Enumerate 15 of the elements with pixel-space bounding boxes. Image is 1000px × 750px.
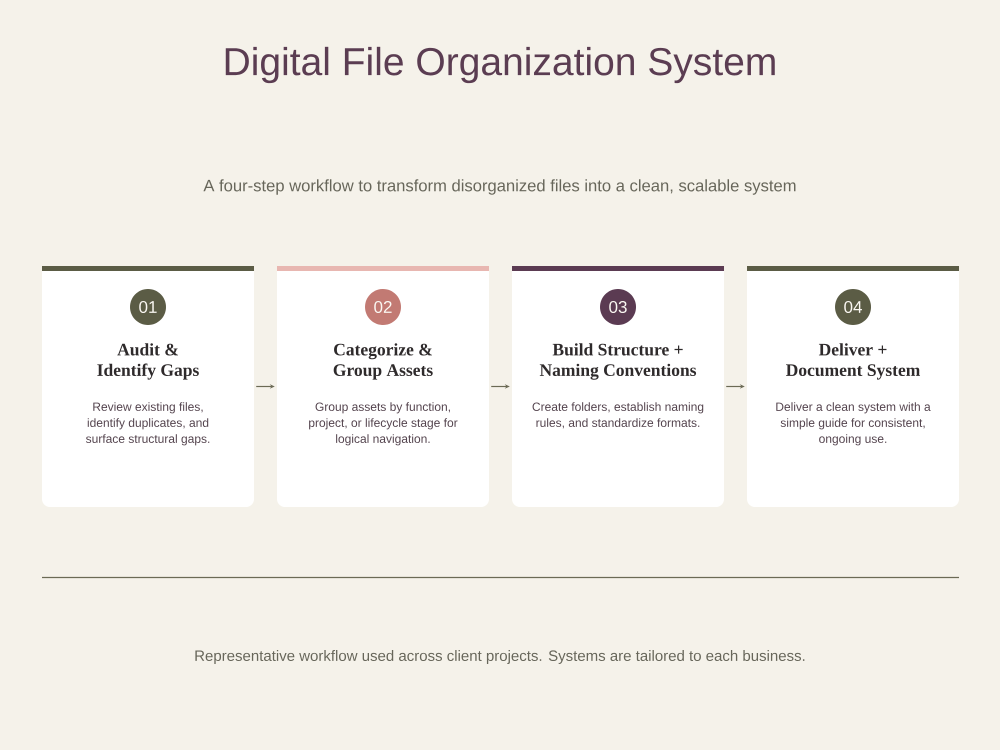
step-description: Deliver a clean system with a simple guide for consistent, ongoing use. (776, 402, 931, 446)
step-description: Review existing files, identify duplicates, and surface structural gaps. (86, 402, 210, 446)
step-heading: Build Structure + Naming Conventions (540, 343, 696, 380)
step-heading: Categorize & Group Assets (334, 343, 433, 380)
footnote: Representative workflow used across client projects. Systems are tailored to each business. (195, 650, 804, 664)
step-description: Group assets by function, project, or lifecycle stage for logical navigation. (309, 402, 458, 446)
subtitle: A four-step workflow to transform disorganized files into a clean, scalable system (203, 179, 796, 195)
title: Digital File Organization System (226, 46, 775, 84)
step-heading: Deliver + Document System (786, 343, 920, 380)
number-badge: 03 (600, 289, 636, 325)
number-badge: 04 (835, 289, 872, 325)
number-badge: 01 (130, 289, 166, 325)
step-heading: Audit & Identify Gaps (97, 343, 199, 380)
number-badge: 02 (365, 289, 401, 325)
step-description: Create folders, establish naming rules, and standardize formats. (532, 402, 704, 428)
